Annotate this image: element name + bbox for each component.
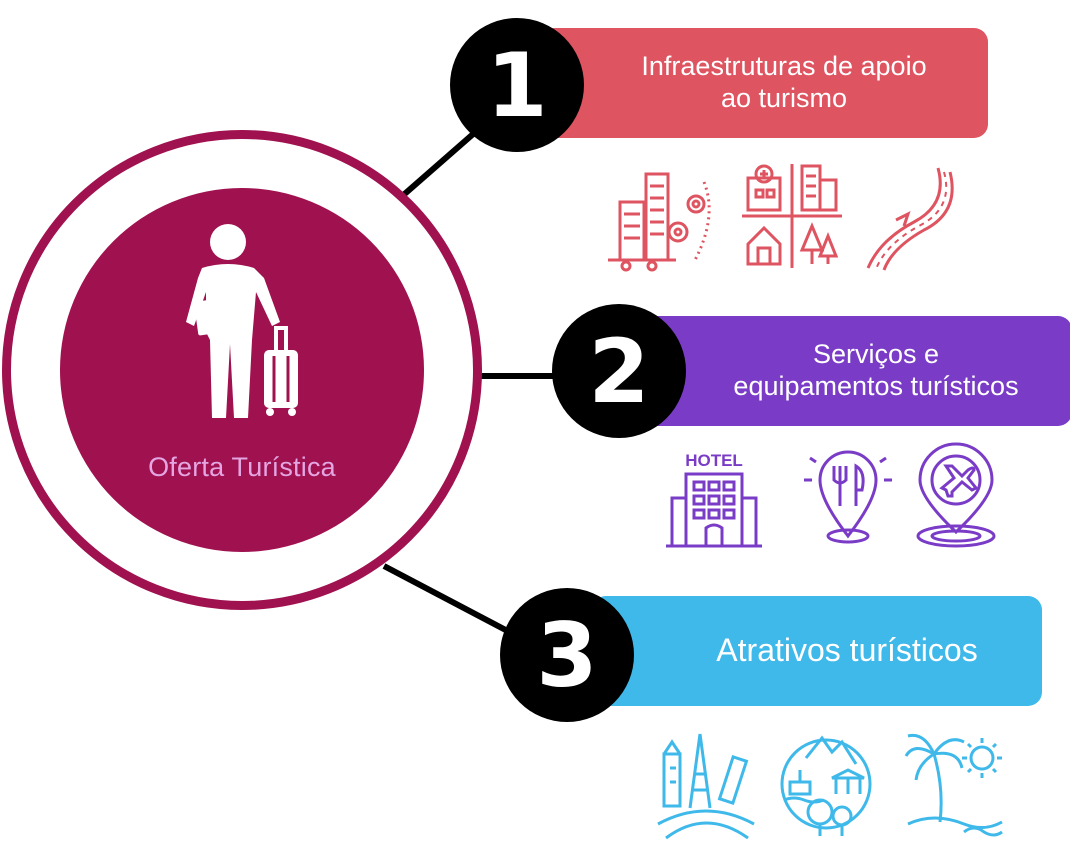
item-1-title-line-1: Infraestruturas de apoio bbox=[641, 51, 927, 82]
item-2-number-badge: 2 bbox=[552, 304, 686, 438]
beach-palm-sun-icon bbox=[904, 728, 1004, 838]
item-2-banner: Serviços e equipamentos turísticos bbox=[640, 316, 1070, 426]
item-3-title-line-1: Atrativos turísticos bbox=[716, 632, 978, 669]
item-3-number-badge: 3 bbox=[500, 588, 634, 722]
nature-culture-globe-icon bbox=[776, 728, 876, 838]
item-1-number-badge: 1 bbox=[450, 18, 584, 152]
restaurant-location-icon bbox=[798, 440, 898, 550]
road-icon bbox=[862, 164, 962, 274]
world-landmarks-icon bbox=[656, 728, 756, 840]
item-1-title-line-2: ao turismo bbox=[720, 83, 848, 113]
hotel-sign-text: HOTEL bbox=[685, 451, 743, 470]
item-2-title-line-2: equipamentos turísticos bbox=[733, 371, 1019, 401]
hotel-icon: HOTEL bbox=[664, 444, 764, 554]
item-3-banner: Atrativos turísticos bbox=[592, 596, 1042, 706]
item-2-title-line-1: Serviços e bbox=[812, 339, 940, 370]
oferta-turistica-diagram: Oferta Turística Infraestruturas de apoi… bbox=[2, 18, 1070, 840]
hub-label: Oferta Turística bbox=[148, 452, 336, 482]
city-gears-icon bbox=[606, 162, 711, 272]
airport-location-icon bbox=[906, 440, 1006, 550]
item-1-banner: Infraestruturas de apoio ao turismo bbox=[540, 28, 988, 138]
hospital-buildings-house-park-icon bbox=[742, 160, 842, 270]
traveler-with-luggage-icon bbox=[186, 224, 298, 418]
